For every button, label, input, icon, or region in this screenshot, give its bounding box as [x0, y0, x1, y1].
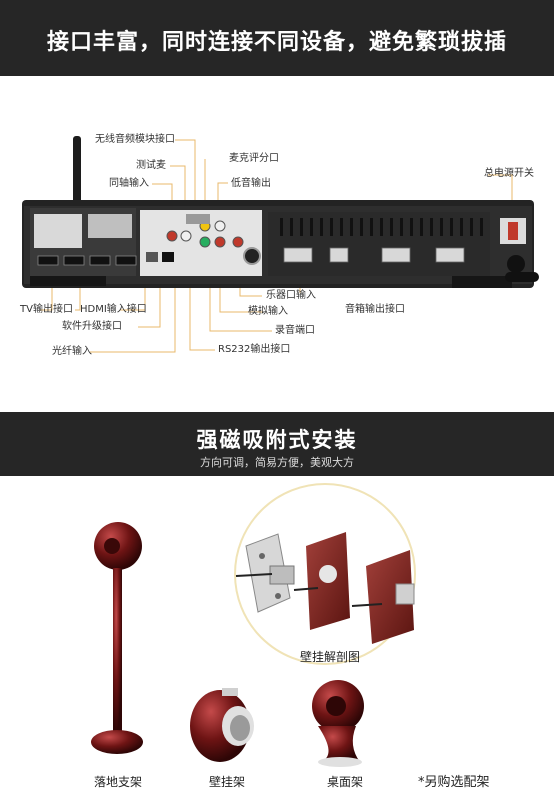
label-power-switch: 总电源开关	[484, 168, 534, 179]
label-speaker-out: 音箱输出接口	[345, 304, 405, 315]
caption-desk-mount: 桌面架	[327, 775, 364, 789]
label-bass-out: 低音输出	[231, 178, 271, 189]
speaker-terminals	[283, 247, 465, 263]
label-upgrade: 软件升级接口	[62, 321, 122, 332]
desk-mount-speaker	[312, 680, 364, 767]
label-hdmi-in: HDMI输入接口	[80, 304, 147, 315]
label-rs232-out: RS232输出接口	[218, 344, 291, 355]
label-tv-out: TV输出接口	[20, 304, 73, 315]
wall-mount-speaker	[190, 688, 254, 762]
header-banner-interfaces: 接口丰富，同时连接不同设备，避免繁琐拔插	[0, 0, 554, 76]
mounting-accessories-illustration	[91, 483, 416, 767]
label-optical-in: 光纤输入	[52, 346, 92, 357]
power-switch	[500, 218, 539, 282]
floor-stand-speaker	[91, 522, 143, 754]
label-instrument-in: 乐器口输入	[266, 290, 316, 301]
av-jacks	[146, 214, 261, 265]
hdmi-ports	[37, 255, 137, 266]
device-rear-panel-illustration	[22, 136, 539, 353]
label-mic-eval: 麦克评分口	[229, 153, 279, 164]
label-analog-in: 模拟输入	[248, 306, 288, 317]
section-subtitle-mounting: 方向可调，简易方便，美观大方	[200, 456, 354, 469]
caption-exploded-view: 壁挂解剖图	[300, 650, 361, 664]
section-title-interfaces: 接口丰富，同时连接不同设备，避免繁琐拔插	[46, 30, 507, 55]
exploded-view-circle	[234, 483, 416, 665]
section-title-mounting: 强磁吸附式安装	[196, 428, 358, 452]
warning-sticker	[34, 214, 132, 248]
vent-slots	[280, 218, 483, 236]
label-record-port: 录音端口	[275, 325, 315, 336]
caption-floor-stand: 落地支架	[94, 775, 143, 789]
label-wireless-module: 无线音频模块接口	[95, 134, 175, 145]
caption-optional-purchase: *另购选配架	[418, 775, 490, 790]
label-coaxial-in: 同轴输入	[109, 178, 149, 189]
caption-wall-mount: 壁挂架	[209, 775, 246, 789]
label-test-mic: 测试麦	[136, 160, 166, 171]
header-banner-mounting: 强磁吸附式安装 方向可调，简易方便，美观大方	[0, 412, 554, 476]
device-chassis	[22, 200, 534, 288]
